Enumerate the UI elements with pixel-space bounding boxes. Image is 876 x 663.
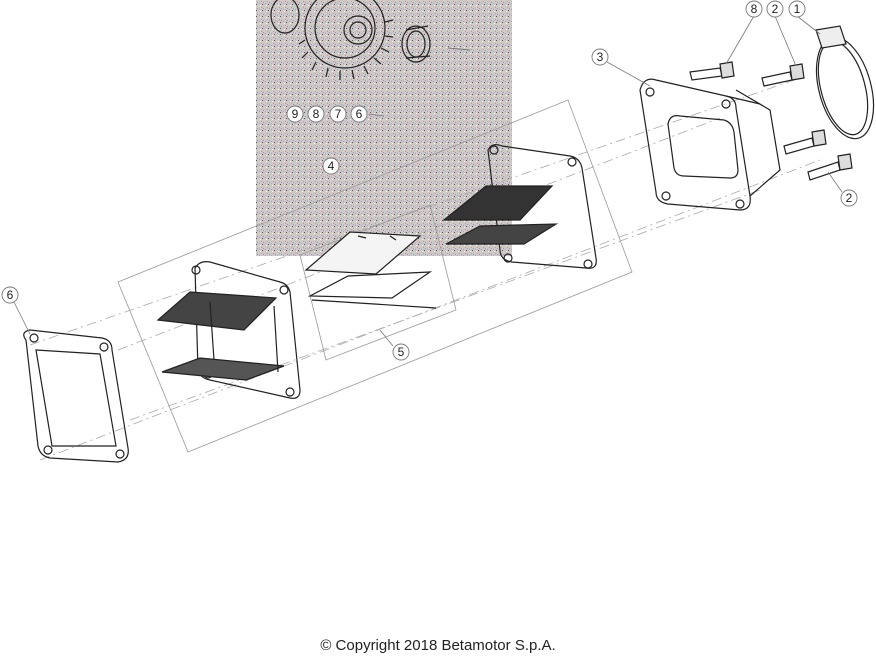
bolt-top-right xyxy=(761,63,805,87)
reed-block-right xyxy=(442,144,597,269)
callout-7-inset: 7 xyxy=(335,107,342,121)
reed-petals-part xyxy=(304,231,437,309)
reed-block-left xyxy=(156,261,301,399)
callout-1: 1 xyxy=(794,2,801,16)
leader-lines xyxy=(13,15,843,347)
hose-clamp-part xyxy=(815,25,875,140)
callout-labels: 8 2 1 3 2 9 8 7 6 4 5 6 xyxy=(7,2,853,359)
noisy-inset-region xyxy=(256,0,512,256)
gasket-part xyxy=(23,329,129,463)
bolt-bottom xyxy=(807,153,853,181)
callout-2-top: 2 xyxy=(772,2,779,16)
callout-9-inset: 9 xyxy=(292,107,299,121)
callout-3: 3 xyxy=(597,50,604,64)
bolt-top-left xyxy=(689,61,735,81)
bushing-part xyxy=(401,25,431,63)
callout-6-inset: 6 xyxy=(356,107,363,121)
o-ring-part xyxy=(270,0,300,34)
intake-manifold-part xyxy=(639,78,781,211)
bolt-mid xyxy=(783,129,827,155)
bolt-parts xyxy=(689,61,853,181)
callout-8-inset: 8 xyxy=(313,107,320,121)
callout-2-bottom: 2 xyxy=(846,191,853,205)
copyright-notice: © Copyright 2018 Betamotor S.p.A. xyxy=(320,637,556,654)
callout-8-top: 8 xyxy=(751,2,758,16)
callouts xyxy=(1,0,858,361)
assembly-5-outline xyxy=(299,204,457,361)
callout-6-left: 6 xyxy=(7,288,14,302)
callout-4: 4 xyxy=(328,159,335,173)
callout-5: 5 xyxy=(398,345,405,359)
assembly-4-outline xyxy=(117,99,633,453)
gear-part xyxy=(298,0,394,80)
